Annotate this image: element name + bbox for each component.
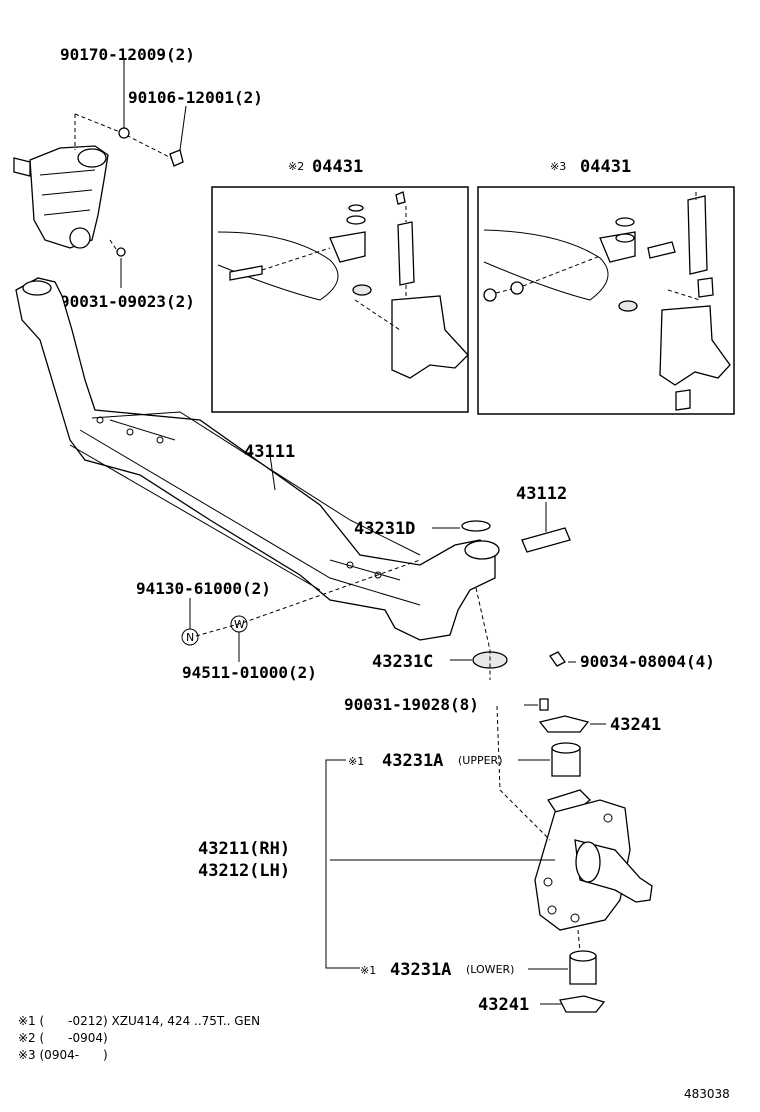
box3-mark: ※3 xyxy=(550,160,566,173)
grease-nipple xyxy=(549,651,566,667)
kit-box-2: ※2 04431 xyxy=(211,157,469,413)
note-43231a-upper: (UPPER) xyxy=(458,754,503,767)
note-43231a-lower: (LOWER) xyxy=(466,963,514,976)
box2-mark: ※2 xyxy=(288,160,304,173)
label-43211: 43211(RH) xyxy=(198,839,290,859)
diagram-id: 483038 xyxy=(684,1087,730,1101)
label-94130: 94130-61000(2) xyxy=(136,579,271,598)
axle-beam-drawing xyxy=(15,277,500,641)
leader-90106 xyxy=(179,105,187,151)
symbol-n: N xyxy=(186,631,194,644)
label-90106: 90106-12001(2) xyxy=(128,88,263,107)
bracket-43231a xyxy=(325,759,360,969)
label-90031a: 90031-09023(2) xyxy=(60,292,195,311)
cap-43241-lower xyxy=(559,995,606,1013)
note-2: ※2 ( -0904) xyxy=(18,1031,108,1045)
cap-43241-upper xyxy=(538,715,590,733)
mark-43231a-lower: ※1 xyxy=(360,964,376,977)
leader-43111 xyxy=(269,454,276,491)
steering-knuckle-drawing xyxy=(534,789,653,931)
label-90031b: 90031-19028(8) xyxy=(344,695,479,714)
box3-title: 04431 xyxy=(580,157,631,177)
label-43231a-lower: 43231A xyxy=(390,960,451,980)
kit-box-3: ※3 04431 xyxy=(477,157,735,415)
label-94511: 94511-01000(2) xyxy=(182,663,317,682)
pin-43112 xyxy=(521,527,571,553)
label-43231d: 43231D xyxy=(354,519,415,539)
note-3: ※3 (0904- ) xyxy=(18,1048,108,1062)
label-90034: 90034-08004(4) xyxy=(580,652,715,671)
label-43212: 43212(LH) xyxy=(198,861,290,881)
symbol-w: W xyxy=(234,618,245,631)
box2-title: 04431 xyxy=(312,157,363,177)
note-1: ※1 ( -0212) XZU414, 424 ..75T.. GEN xyxy=(18,1014,260,1028)
label-43231c: 43231C xyxy=(372,652,433,672)
label-43231a-upper: 43231A xyxy=(382,751,443,771)
label-43111: 43111 xyxy=(244,442,295,462)
steering-gear-drawing xyxy=(13,113,184,257)
label-90170: 90170-12009(2) xyxy=(60,45,195,64)
washer-43231d xyxy=(461,520,491,532)
label-43241a: 43241 xyxy=(610,715,661,735)
mark-43231a-upper: ※1 xyxy=(348,755,364,768)
label-43112: 43112 xyxy=(516,484,567,504)
label-43241b: 43241 xyxy=(478,995,529,1015)
bolt-90031b xyxy=(539,698,549,711)
